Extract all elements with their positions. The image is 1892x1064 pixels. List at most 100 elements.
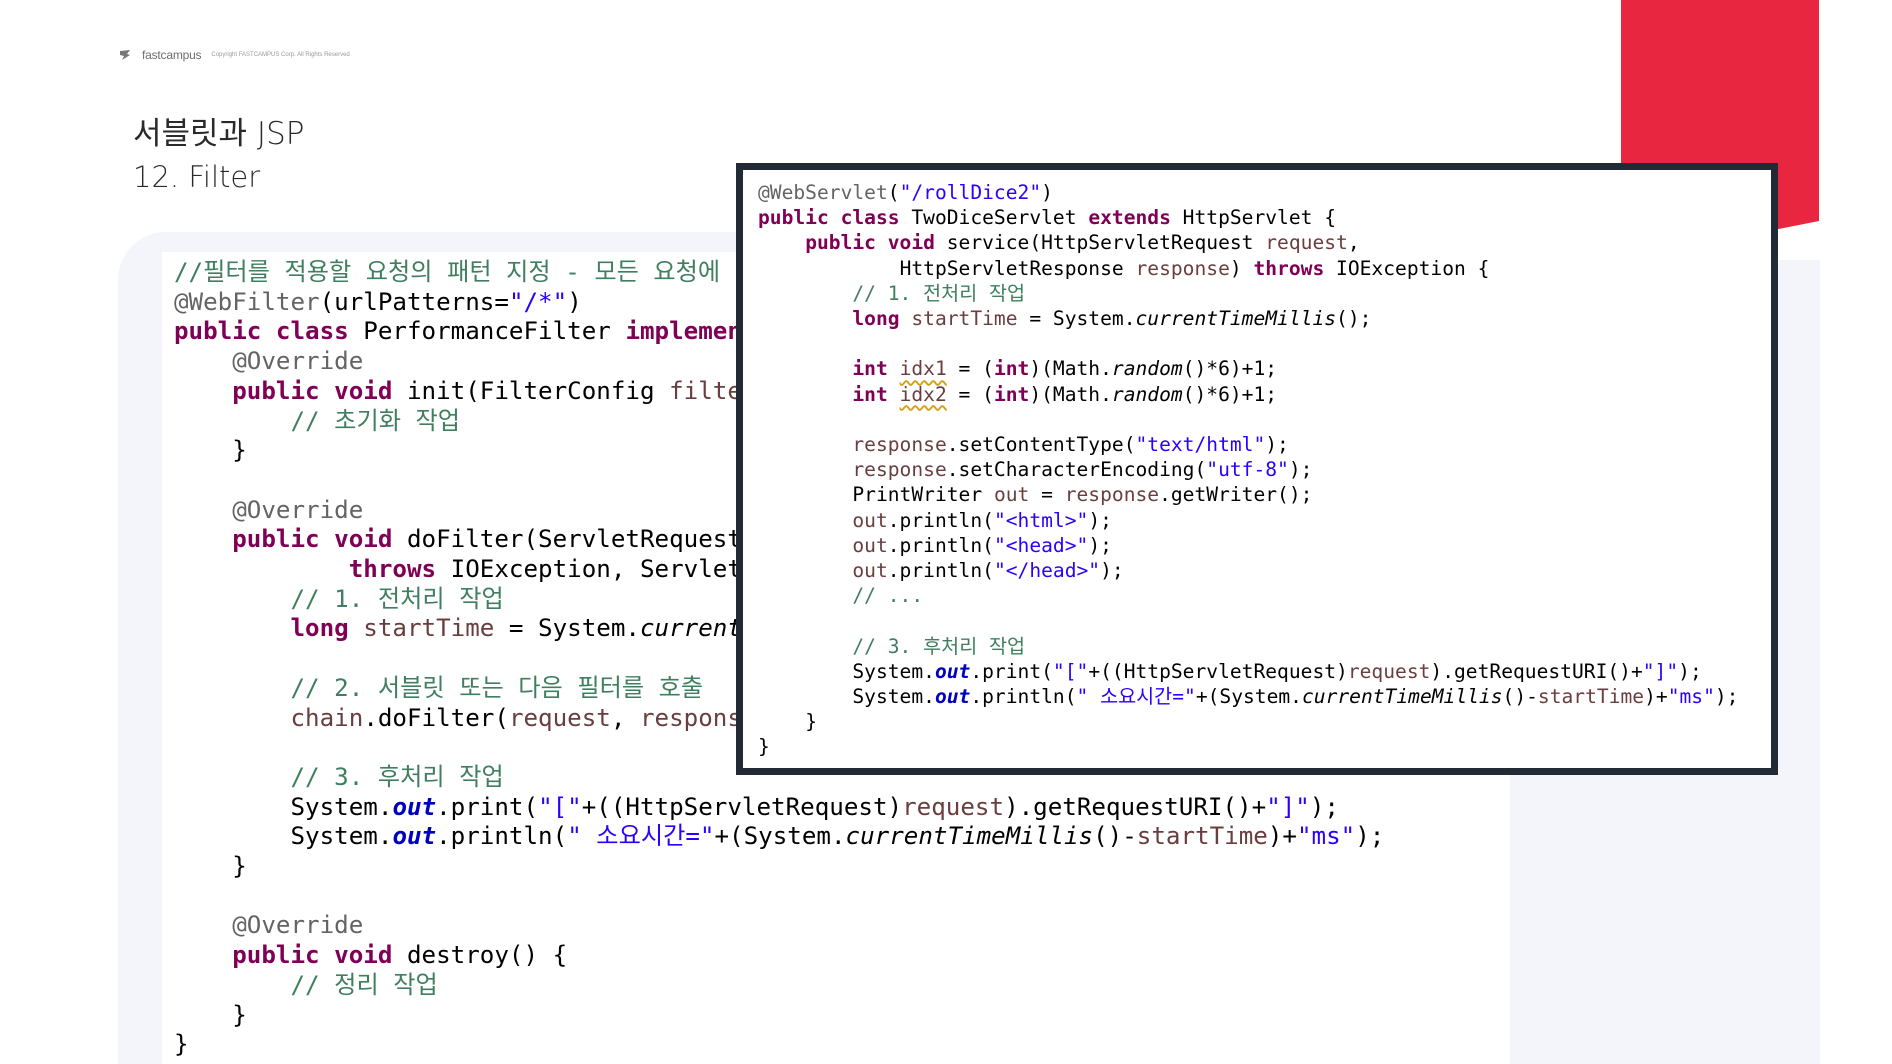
code-comment: //필터를 적용할 요청의 패턴 지정 - 모든 요청에 필터 [174, 258, 780, 286]
code-text: service(HttpServletRequest [934, 231, 1266, 255]
code-method: random [1111, 357, 1183, 381]
code-keyword: int [852, 382, 888, 406]
code-field: out [934, 659, 971, 683]
code-text: , [610, 703, 640, 732]
page-subtitle: 12. Filter [133, 160, 261, 194]
code-variable: out [852, 508, 888, 532]
code-text: HttpServlet { [1170, 206, 1337, 230]
code-comment: // ... [852, 584, 924, 608]
code-field: out [392, 792, 437, 821]
code-keyword: public void [805, 231, 935, 255]
code-text: .print( [970, 659, 1053, 683]
code-comment: // 정리 작업 [290, 970, 438, 999]
code-text: .doFilter( [363, 703, 509, 732]
code-keyword: public class [758, 206, 900, 230]
code-keyword: public void [232, 941, 393, 970]
code-string: "/rollDice2" [899, 181, 1042, 204]
code-annotation: @WebServlet [758, 181, 888, 204]
code-text: .println( [887, 508, 994, 532]
code-annotation: @Override [232, 495, 364, 524]
header-logo-row: fastcampus Copyright FASTCAMPUS Corp. Al… [118, 48, 350, 62]
code-text: )+ [1267, 822, 1297, 851]
code-text: IOException { [1324, 256, 1490, 280]
code-keyword: extends [1088, 206, 1171, 230]
code-text: System. [290, 822, 393, 851]
code-variable: response [1064, 483, 1160, 507]
code-text: System. [852, 685, 935, 709]
code-variable: startTime [348, 614, 495, 643]
code-variable: idx2 [899, 382, 947, 406]
code-text: ); [1288, 458, 1313, 482]
code-comment: // 1. 전처리 작업 [290, 584, 504, 613]
code-text: )+ [1644, 685, 1668, 709]
code-text: , [1347, 231, 1360, 255]
code-variable: request [1347, 659, 1431, 683]
code-variable: out [852, 533, 888, 557]
code-field: out [934, 685, 971, 709]
fastcampus-logo-icon [118, 48, 132, 62]
code-keyword: int [852, 357, 888, 381]
code-variable: response [852, 458, 947, 482]
code-string: " 소요시간=" [567, 822, 715, 851]
code-text: .println( [887, 533, 994, 557]
code-text: = System. [1017, 307, 1136, 331]
code-text: +(System. [714, 822, 846, 851]
code-keyword: throws [1253, 256, 1325, 280]
servlet-code-panel: @WebServlet("/rollDice2") public class T… [736, 163, 1778, 775]
code-text: = System. [494, 614, 640, 643]
code-method: currentTimeMillis [1135, 307, 1337, 331]
code-text: ).getRequestURI()+ [1430, 659, 1643, 683]
code-string: "text/html" [1135, 433, 1266, 457]
code-string: " 소요시간=" [1076, 685, 1196, 709]
code-text: init(FilterConfig [392, 376, 670, 405]
code-variable: request [508, 703, 611, 732]
code-text: .println( [436, 822, 568, 851]
code-variable: idx1 [899, 357, 947, 381]
code-text: = [1029, 483, 1065, 507]
code-variable: chain [290, 703, 364, 732]
code-text: )(Math. [1029, 382, 1112, 406]
code-text: ()*6)+1; [1182, 382, 1278, 406]
code-string: "ms" [1667, 685, 1715, 709]
code-method: currentTimeMillis [845, 822, 1094, 851]
code-string: "</head>" [993, 559, 1101, 583]
code-keyword: public class [174, 317, 349, 346]
code-text: ()*6)+1; [1182, 357, 1278, 381]
code-text: (urlPatterns= [319, 287, 509, 316]
code-keyword: throws [348, 555, 437, 584]
code-text: TwoDiceServlet [899, 206, 1089, 230]
code-text: .setContentType( [946, 433, 1136, 457]
code-text: ) [1041, 181, 1053, 204]
code-variable: startTime [1136, 822, 1268, 851]
code-text: .println( [970, 685, 1077, 709]
code-text: ); [1088, 533, 1112, 557]
code-text: +(System. [1195, 685, 1302, 709]
code-text: ); [1355, 822, 1385, 851]
code-text: ()- [1502, 685, 1538, 709]
code-keyword: long [290, 614, 349, 643]
code-text: ); [1714, 685, 1739, 709]
code-text: HttpServletResponse [899, 256, 1136, 280]
code-keyword: public void [232, 525, 393, 554]
code-comment: // 3. 후처리 작업 [290, 762, 504, 791]
page-title: 서블릿과 JSP [133, 116, 305, 152]
code-keyword: long [852, 307, 900, 331]
code-string: "/*" [508, 287, 568, 316]
code-text: .println( [887, 559, 994, 583]
code-comment: // 1. 전처리 작업 [852, 281, 1026, 305]
servlet-code-block: @WebServlet("/rollDice2") public class T… [758, 180, 1738, 760]
code-comment: // 3. 후처리 작업 [852, 634, 1026, 658]
code-string: "utf-8" [1206, 458, 1289, 482]
code-text: } [805, 710, 817, 734]
copyright-text: Copyright FASTCAMPUS Corp. All Rights Re… [211, 52, 350, 58]
code-text: } [232, 436, 247, 465]
code-variable: out [993, 483, 1030, 507]
code-string: "<head>" [993, 533, 1089, 557]
code-variable: request [1265, 231, 1348, 255]
code-text: PerformanceFilter [348, 317, 626, 346]
code-text: } [232, 852, 247, 881]
code-text: ); [1309, 792, 1339, 821]
code-variable: out [852, 559, 888, 583]
code-variable: startTime [899, 307, 1018, 331]
code-string: "]" [1642, 659, 1679, 683]
